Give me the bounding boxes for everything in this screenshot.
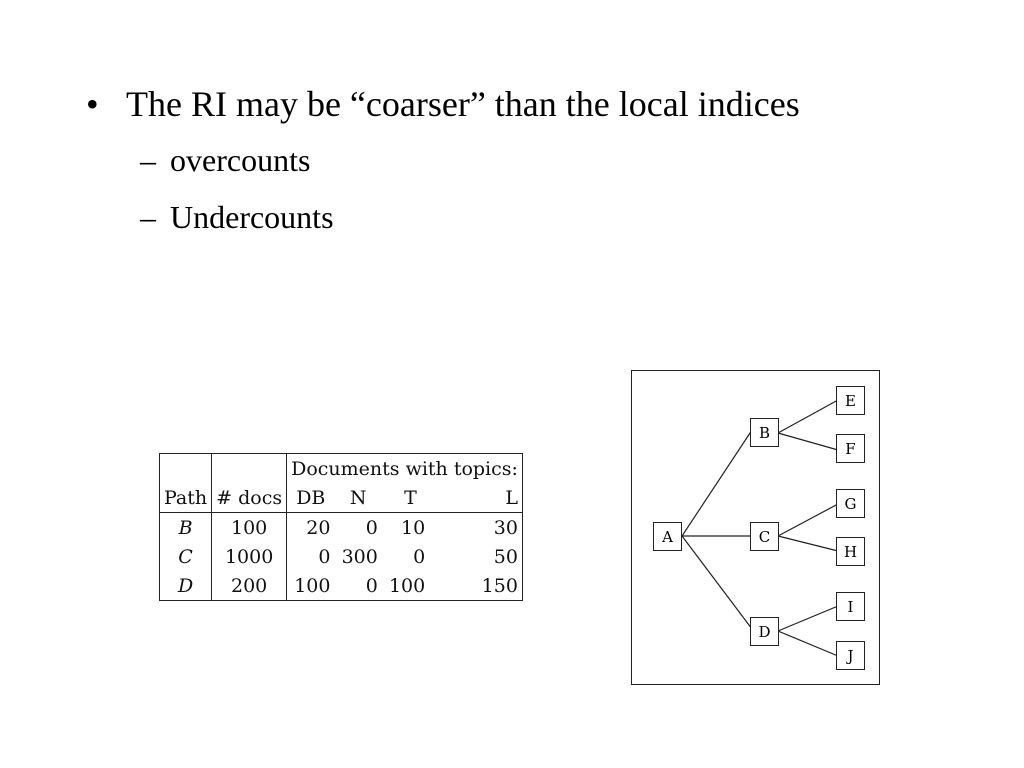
table-row: C 1000 0 300 0 50: [160, 542, 523, 571]
edge-c-g: [777, 503, 839, 537]
col-header-t: T: [404, 486, 417, 509]
sub-bullet-undercounts: – Undercounts: [86, 189, 886, 246]
documents-with-topics-header: Documents with topics:: [286, 453, 523, 483]
table-cell: 300: [341, 545, 378, 568]
bullet-list: • The RI may be “coarser” than the local…: [86, 78, 886, 246]
table-header-row: Path # docs DB N T L: [160, 483, 523, 513]
node-c: C: [750, 522, 779, 551]
table-cell: 100: [388, 574, 426, 597]
sub-bullet-text: Undercounts: [170, 199, 334, 235]
table-cell: 20: [286, 512, 335, 542]
main-bullet: • The RI may be “coarser” than the local…: [86, 78, 886, 130]
node-a: A: [653, 522, 682, 551]
table-cell: D: [177, 574, 194, 597]
routing-index-table: Documents with topics: Path # docs DB N …: [159, 453, 523, 601]
sub-bullet-marker: –: [140, 199, 156, 235]
table-cell: B: [159, 512, 212, 542]
node-j: J: [836, 641, 865, 670]
tree-edges: [681, 399, 839, 657]
edge-c-h: [777, 535, 839, 552]
table-cell: 1000: [211, 542, 287, 571]
edge-d-i: [777, 605, 839, 632]
table-cell: 100: [211, 512, 287, 542]
edge-b-e: [777, 399, 839, 434]
node-f: F: [836, 434, 865, 463]
table-row: D 200 100 0 100 150: [160, 571, 523, 601]
node-e: E: [836, 386, 865, 415]
sub-bullet-overcounts: – overcounts: [86, 132, 886, 189]
edge-a-d: [681, 535, 753, 630]
table-cell: 0: [413, 545, 426, 568]
sub-bullet-marker: –: [140, 142, 156, 178]
table-cell: 0: [334, 512, 382, 542]
bullet-marker: •: [86, 84, 99, 124]
table-cell: 200: [211, 571, 287, 601]
col-header-db: DB: [286, 483, 335, 513]
node-i: I: [836, 592, 865, 621]
table-cell: C: [178, 545, 193, 568]
col-header-l: L: [505, 486, 518, 509]
main-bullet-text: The RI may be “coarser” than the local i…: [126, 84, 800, 124]
sub-bullet-text: overcounts: [170, 142, 311, 178]
col-header-path: Path: [164, 486, 208, 509]
sub-bullet-list: – overcounts – Undercounts: [86, 132, 886, 246]
table-cell: 0: [365, 574, 378, 597]
table-cell: 30: [429, 512, 523, 542]
table-cell: 50: [493, 545, 518, 568]
table-cell: 0: [286, 542, 335, 571]
edge-b-f: [777, 432, 839, 451]
col-header-n: N: [349, 486, 367, 509]
table-cell: 10: [381, 512, 430, 542]
table-row: B 100 20 0 10 30: [159, 512, 523, 542]
edge-a-b: [681, 429, 753, 537]
node-h: H: [836, 537, 865, 566]
node-d: D: [750, 617, 779, 646]
network-tree-diagram: A B C D E F G H I J: [631, 370, 880, 685]
node-g: G: [836, 489, 865, 518]
col-header-docs: # docs: [211, 483, 287, 513]
edge-d-j: [777, 630, 839, 657]
node-b: B: [750, 418, 779, 447]
table-group-header-row: Documents with topics:: [160, 453, 523, 483]
table-cell: 100: [286, 571, 335, 601]
table-cell: 150: [481, 574, 518, 597]
